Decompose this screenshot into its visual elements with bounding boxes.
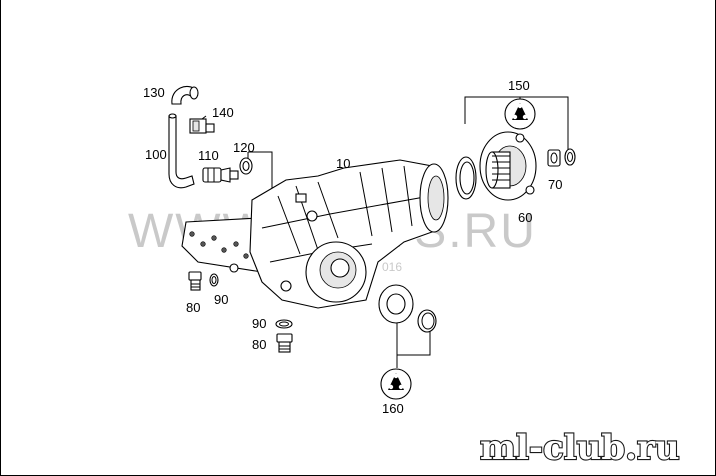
washer-70 xyxy=(564,148,576,166)
callout-150: 150 xyxy=(508,78,530,93)
breather-tube-100 xyxy=(168,113,195,189)
seal-ring-90-left xyxy=(209,273,219,287)
tool-symbol-150-icon xyxy=(504,98,536,130)
callout-130: 130 xyxy=(143,85,165,100)
callout-labels: 10 60 70 80 80 90 90 100 110 120 130 140… xyxy=(143,78,562,416)
callout-110: 110 xyxy=(198,148,219,163)
watermark-code: 016 xyxy=(382,260,402,274)
callout-10: 10 xyxy=(336,156,350,171)
hose-elbow-130 xyxy=(171,86,199,105)
callout-80-lower: 80 xyxy=(252,337,266,352)
callout-60: 60 xyxy=(518,210,532,225)
seal-ring-90-lower xyxy=(275,319,293,329)
breather-110 xyxy=(202,167,239,183)
seal-ring-120 xyxy=(239,157,253,175)
plug-80-lower xyxy=(276,333,293,353)
nut-70 xyxy=(547,149,561,167)
callout-100: 100 xyxy=(145,147,167,162)
retaining-ring-160 xyxy=(417,309,437,333)
callout-140: 140 xyxy=(212,105,234,120)
site-logo: ml-club.ru xyxy=(480,428,680,468)
flange-60 xyxy=(479,131,537,201)
callout-160: 160 xyxy=(382,401,404,416)
tool-symbol-160-icon xyxy=(380,368,412,400)
callout-120: 120 xyxy=(233,140,255,155)
callout-90-lower: 90 xyxy=(252,316,266,331)
shaft-seal-160 xyxy=(378,284,414,324)
callout-70: 70 xyxy=(548,177,562,192)
callout-80-left: 80 xyxy=(186,300,200,315)
clip-140 xyxy=(189,118,215,134)
plug-80-left xyxy=(188,271,202,291)
callout-90-left: 90 xyxy=(214,292,228,307)
seal-ring-150 xyxy=(455,156,477,200)
differential-housing-10 xyxy=(181,159,449,309)
